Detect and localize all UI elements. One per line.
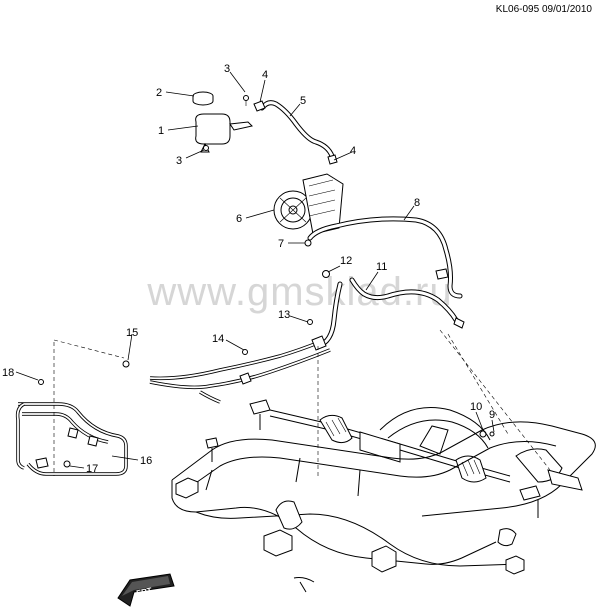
callout-10: 10 bbox=[470, 401, 482, 413]
callout-13: 13 bbox=[278, 309, 290, 321]
power-steering-pump bbox=[273, 173, 344, 247]
callout-12: 12 bbox=[340, 255, 352, 267]
reservoir-hose bbox=[253, 100, 338, 165]
pressure-hose bbox=[307, 216, 463, 299]
callout-6: 6 bbox=[236, 213, 242, 225]
callout-4: 4 bbox=[262, 69, 268, 81]
callout-3: 3 bbox=[176, 155, 182, 167]
diagram-code: KL06-095 09/01/2010 bbox=[495, 4, 592, 15]
return-hose bbox=[315, 270, 465, 349]
callout-9: 9 bbox=[489, 409, 495, 421]
reservoir-assembly bbox=[192, 91, 253, 153]
callout-5: 5 bbox=[300, 95, 306, 107]
phantom-lines bbox=[53, 329, 551, 476]
callout-1: 1 bbox=[158, 125, 164, 137]
callout-4: 4 bbox=[350, 145, 356, 157]
front-subframe bbox=[171, 407, 596, 593]
callout-3: 3 bbox=[224, 63, 230, 75]
callout-labels: 1 2 3 3 4 4 5 6 7 8 9 10 11 12 13 14 15 … bbox=[2, 63, 495, 475]
callout-14: 14 bbox=[212, 333, 224, 345]
steering-lines bbox=[149, 335, 331, 404]
cooler-line bbox=[15, 379, 128, 476]
front-direction-arrow: FRT bbox=[117, 573, 175, 607]
callout-16: 16 bbox=[140, 455, 152, 467]
callout-7: 7 bbox=[278, 238, 284, 250]
callout-15: 15 bbox=[126, 327, 138, 339]
callout-2: 2 bbox=[156, 87, 162, 99]
fasteners bbox=[122, 319, 313, 368]
callout-8: 8 bbox=[414, 197, 420, 209]
front-arrow-label: FRT bbox=[136, 586, 153, 598]
leader-lines bbox=[15, 71, 495, 469]
callout-18: 18 bbox=[2, 367, 14, 379]
steering-gear bbox=[249, 399, 541, 518]
callout-11: 11 bbox=[376, 261, 387, 273]
callout-17: 17 bbox=[86, 463, 98, 475]
